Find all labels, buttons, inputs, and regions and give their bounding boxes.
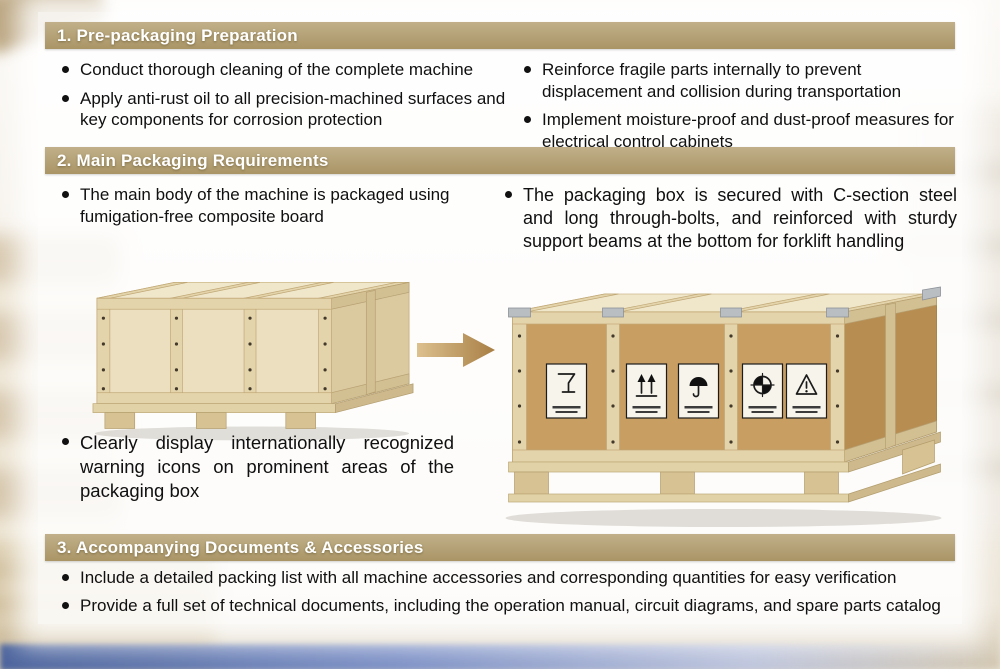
warning-label-crate-image	[505, 286, 942, 527]
background-blue-bar	[0, 644, 1000, 669]
bullet-dot	[62, 66, 69, 73]
list-item: The packaging box is secured with C-sect…	[505, 184, 957, 253]
list-item: Conduct thorough cleaning of the complet…	[62, 59, 512, 81]
bullet-dot	[62, 574, 69, 581]
plywood-crate-image	[92, 281, 414, 441]
bullet-dot	[62, 94, 69, 102]
this-way-up-icon	[635, 374, 658, 397]
section-1-header: 1. Pre-packaging Preparation	[45, 22, 955, 49]
list-item: Clearly display internationally recogniz…	[62, 431, 454, 503]
center-of-gravity-icon	[750, 372, 775, 398]
keep-dry-label	[677, 363, 720, 419]
list-item: Implement moisture-proof and dust-proof …	[524, 109, 958, 152]
section-3-title: 3. Accompanying Documents & Accessories	[57, 537, 424, 557]
caution-label	[785, 363, 828, 419]
center-of-gravity-label	[741, 363, 784, 419]
fragile-label	[545, 363, 588, 419]
list-item: Apply anti-rust oil to all precision-mac…	[62, 88, 512, 131]
keep-dry-icon	[689, 377, 708, 398]
bullet-text: Include a detailed packing list with all…	[80, 568, 897, 587]
bullet-text: Apply anti-rust oil to all precision-mac…	[80, 88, 506, 130]
caution-icon	[795, 374, 818, 395]
this-way-up-label	[625, 363, 668, 419]
list-item: Include a detailed packing list with all…	[62, 567, 958, 589]
section-1-title: 1. Pre-packaging Preparation	[57, 25, 298, 45]
fragile-icon	[557, 373, 576, 393]
bullet-dot	[62, 191, 69, 198]
bullet-text: Clearly display internationally recogniz…	[80, 432, 454, 502]
bullet-text: The packaging box is secured with C-sect…	[523, 185, 957, 251]
section-2-bottom-left-bullet: Clearly display internationally recogniz…	[62, 431, 454, 510]
bullet-dot	[524, 116, 531, 124]
section-2-left-bullet: The main body of the machine is packaged…	[62, 184, 484, 234]
bullet-dot	[62, 601, 69, 609]
bullet-dot	[524, 66, 531, 73]
bolt-dots	[517, 334, 840, 444]
corner-plates	[508, 286, 941, 318]
list-item: Provide a full set of technical document…	[62, 595, 958, 617]
section-3-list: Include a detailed packing list with all…	[62, 567, 958, 622]
bullet-dot	[505, 191, 512, 198]
list-item: Reinforce fragile parts internally to pr…	[524, 59, 958, 102]
section-2-right-bullet: The packaging box is secured with C-sect…	[505, 184, 957, 260]
section-1-left-column: Conduct thorough cleaning of the complet…	[62, 59, 512, 138]
section-2-title: 2. Main Packaging Requirements	[57, 150, 329, 170]
bullet-text: Reinforce fragile parts internally to pr…	[542, 60, 902, 101]
bolt-dots	[101, 316, 327, 391]
bullet-text: Provide a full set of technical document…	[80, 595, 941, 615]
right-arrow-icon	[417, 333, 495, 367]
bullet-text: Conduct thorough cleaning of the complet…	[80, 60, 474, 79]
section-1-right-column: Reinforce fragile parts internally to pr…	[524, 59, 958, 159]
bullet-text: Implement moisture-proof and dust-proof …	[542, 110, 954, 151]
bullet-dot	[62, 438, 69, 445]
section-3-header: 3. Accompanying Documents & Accessories	[45, 534, 955, 561]
bullet-text: The main body of the machine is packaged…	[80, 185, 450, 226]
section-2-header: 2. Main Packaging Requirements	[45, 147, 955, 174]
list-item: The main body of the machine is packaged…	[62, 184, 484, 227]
